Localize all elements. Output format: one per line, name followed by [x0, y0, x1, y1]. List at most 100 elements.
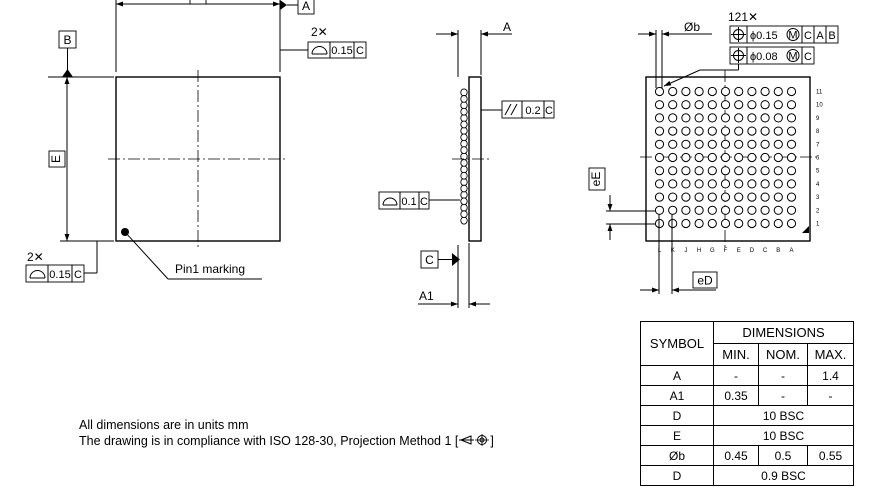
position-1-ref2: A: [816, 30, 824, 42]
column-label: B: [776, 248, 780, 254]
solder-ball: [668, 179, 678, 189]
solder-ball: [694, 139, 704, 149]
side-solder-ball: [460, 88, 468, 97]
solder-ball: [707, 179, 717, 189]
column-label: K: [671, 248, 675, 254]
row-min: 0.35: [713, 385, 759, 406]
drawing-notes: All dimensions are in units mm The drawi…: [79, 417, 494, 449]
row-label: 9: [816, 116, 820, 122]
solder-ball: [786, 205, 797, 215]
datum-a-label: A: [302, 0, 310, 13]
solder-ball: [654, 86, 665, 97]
solder-ball: [694, 218, 704, 229]
side-solder-ball: [460, 107, 468, 116]
solder-ball: [773, 100, 783, 110]
solder-ball: [681, 205, 691, 215]
solder-ball: [707, 139, 717, 149]
side-solder-ball: [460, 165, 468, 174]
column-label: H: [697, 248, 701, 254]
solder-ball: [760, 179, 770, 189]
solder-ball: [786, 179, 797, 189]
solder-ball: [747, 218, 757, 229]
note-compliance: The drawing is in compliance with ISO 12…: [79, 434, 494, 448]
row-label: 10: [816, 103, 823, 109]
row-span: 10 BSC: [713, 405, 854, 426]
solder-ball: [654, 113, 665, 123]
solder-ball: [694, 100, 704, 110]
side-solder-ball: [460, 210, 468, 218]
solder-ball: [760, 192, 770, 202]
solder-ball: [773, 86, 783, 97]
solder-ball: [694, 126, 704, 136]
dimensions-table: SYMBOL DIMENSIONS MIN. NOM. MAX. A - - 1…: [640, 321, 854, 486]
solder-ball: [720, 113, 731, 123]
position-2-mod: M: [788, 51, 797, 63]
solder-ball: [773, 218, 783, 229]
datum-a-box: [297, 0, 315, 15]
solder-ball: [707, 205, 717, 215]
column-label: C: [763, 248, 768, 254]
solder-ball: [707, 86, 717, 97]
row-symbol: A: [640, 365, 714, 386]
position-1-ref3: B: [828, 30, 835, 42]
dim-a1-label: A1: [419, 289, 434, 303]
row-span: 10 BSC: [713, 425, 854, 446]
side-solder-ball: [460, 171, 468, 180]
solder-ball: [668, 113, 678, 123]
side-solder-ball: [460, 126, 468, 135]
side-solder-ball: [460, 120, 468, 129]
flatness-bottom-tol: 0.15: [49, 269, 70, 281]
row-nom: -: [758, 385, 808, 406]
column-label: J: [684, 248, 687, 254]
solder-ball: [734, 179, 744, 189]
row-nom: -: [758, 365, 808, 386]
table-header-max: MAX.: [807, 343, 854, 366]
solder-ball: [747, 205, 757, 215]
solder-ball: [694, 152, 704, 163]
side-solder-ball: [460, 203, 468, 212]
solder-ball: [681, 192, 691, 202]
multiplier-2x-top: 2✕: [311, 25, 328, 39]
profile-surface-icon: [382, 197, 398, 206]
flatness-bottom-ref: C: [74, 269, 82, 281]
side-solder-ball: [460, 197, 468, 206]
column-label: F: [724, 248, 728, 254]
solder-ball: [760, 139, 770, 149]
side-solder-ball: [460, 159, 468, 167]
row-span: 0.9 BSC: [713, 465, 854, 486]
solder-ball: [668, 192, 678, 202]
solder-ball: [734, 113, 744, 123]
solder-ball: [720, 205, 731, 215]
solder-ball: [773, 166, 783, 176]
multiplier-2x-bottom: 2✕: [27, 250, 44, 264]
position-2-ref1: C: [804, 51, 812, 63]
solder-ball: [668, 152, 678, 163]
position-1-ref1: C: [804, 30, 812, 42]
dim-ed-box: [692, 271, 718, 289]
solder-ball: [654, 192, 665, 202]
datum-b-label: B: [63, 33, 71, 47]
solder-ball: [654, 126, 665, 136]
position-1-mod: M: [788, 30, 797, 42]
mmc-icon: [786, 28, 800, 41]
solder-ball: [747, 192, 757, 202]
solder-ball: [773, 192, 783, 202]
row-symbol: A1: [640, 385, 714, 406]
row-max: -: [807, 385, 854, 406]
solder-ball: [694, 166, 704, 176]
solder-ball: [668, 205, 678, 215]
top-view: A 2✕ 0.15 C B E 2✕ 0.15 C Pin1 mar: [25, 0, 367, 283]
solder-ball: [747, 179, 757, 189]
solder-ball: [720, 166, 731, 176]
solder-ball: [681, 218, 691, 229]
projection-method-icon: [459, 434, 490, 446]
row-min: -: [713, 365, 759, 386]
dim-e-label: E: [49, 155, 63, 163]
solder-ball: [707, 192, 717, 202]
column-label: L: [658, 248, 662, 254]
solder-ball: [668, 218, 678, 229]
solder-ball: [734, 100, 744, 110]
table-row: D 10 BSC: [640, 405, 854, 426]
